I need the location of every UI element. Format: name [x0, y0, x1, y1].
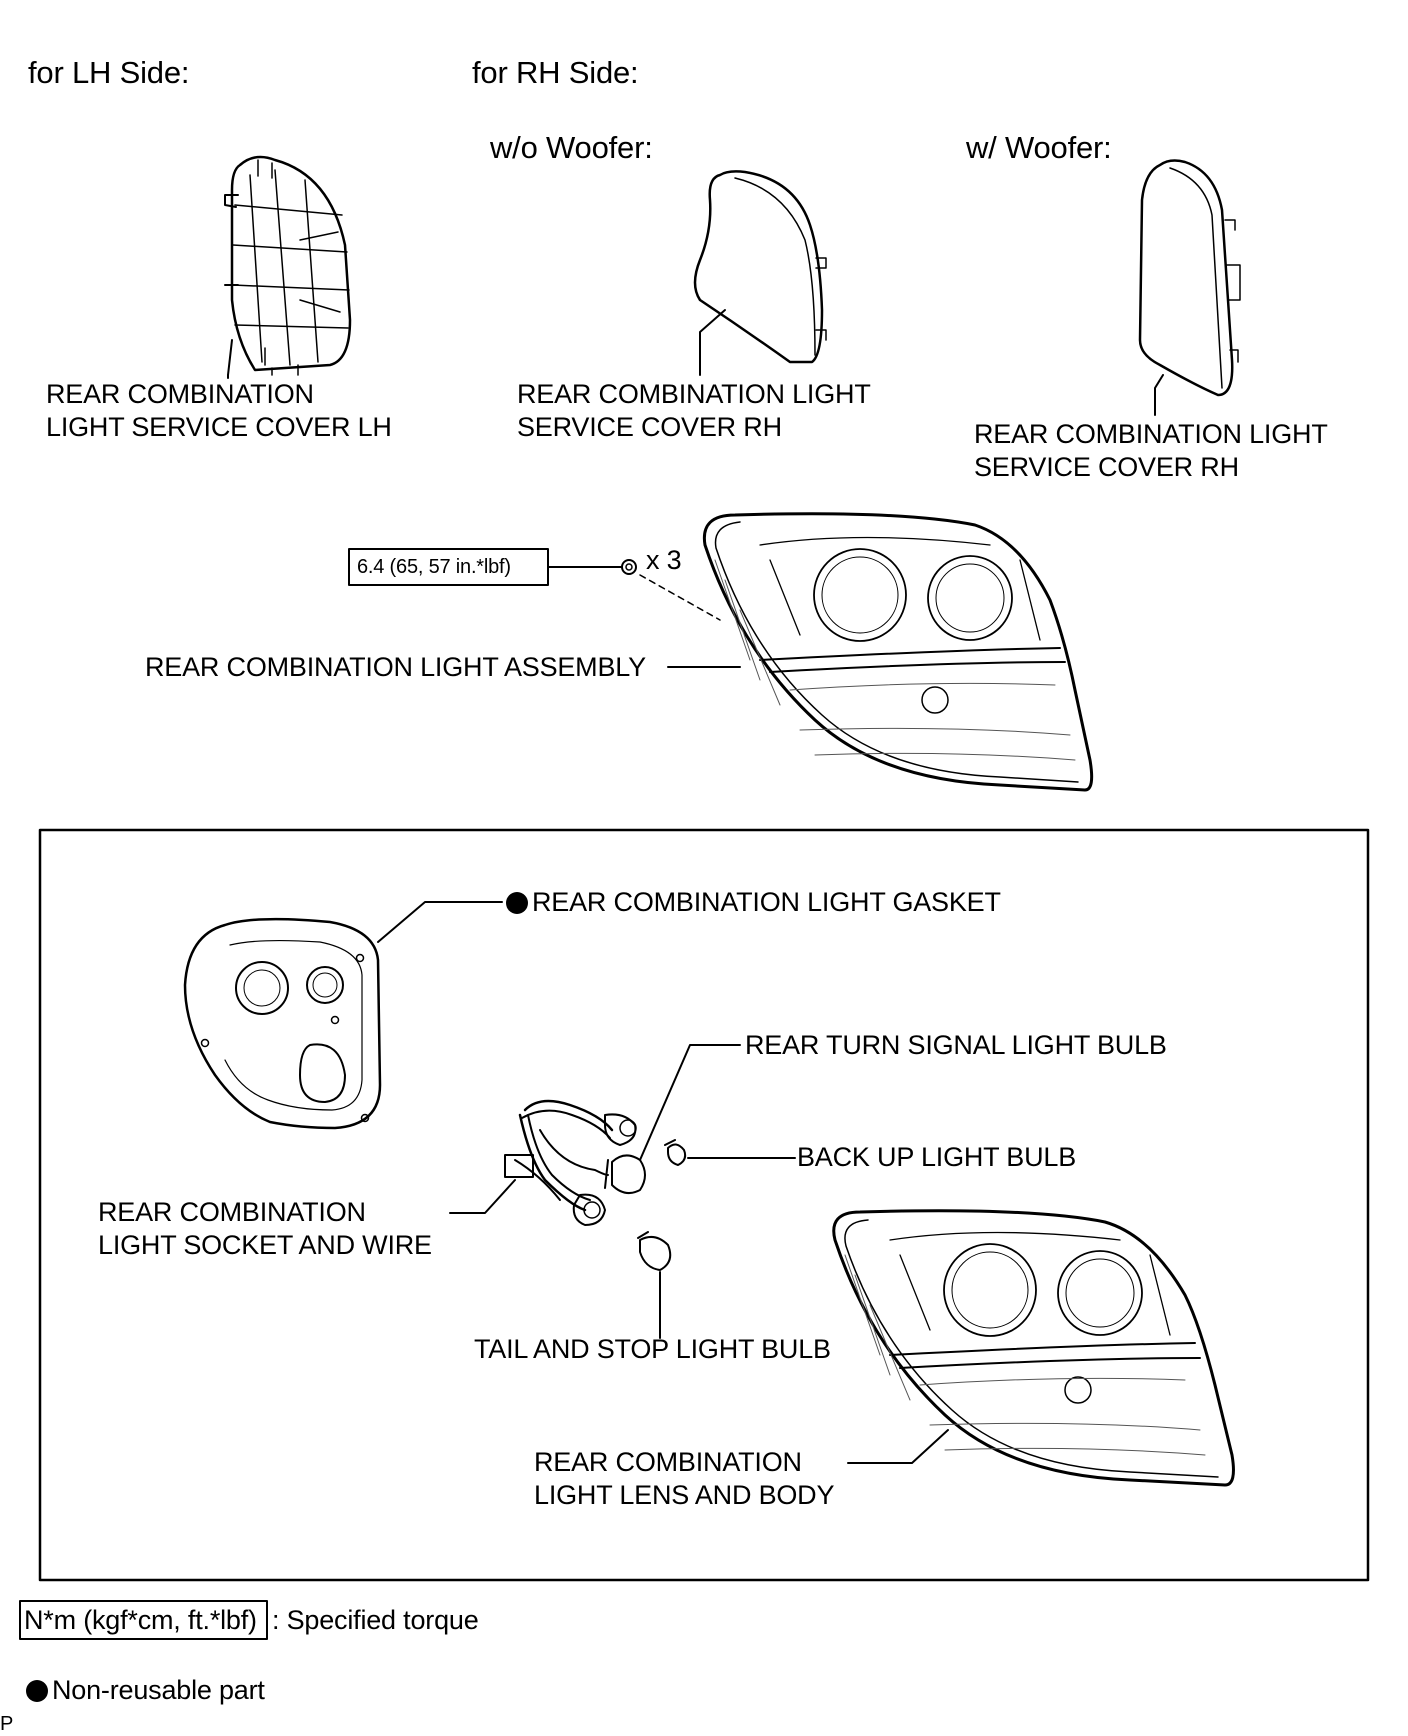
label-socket-wire-line1: REAR COMBINATION	[98, 1197, 366, 1227]
legend-torque-box	[19, 1600, 268, 1640]
label-service-cover-rh-w-line2: SERVICE COVER RH	[974, 452, 1239, 482]
label-lens-body-line1: REAR COMBINATION	[534, 1447, 802, 1477]
lens-and-body-drawing	[832, 1209, 1235, 1487]
label-tail-stop-bulb: TAIL AND STOP LIGHT BULB	[474, 1334, 831, 1364]
back-up-bulb-drawing	[664, 1139, 796, 1166]
service-cover-lh-drawing	[224, 155, 352, 376]
tail-stop-bulb-drawing	[637, 1231, 672, 1339]
label-service-cover-lh-line2: LIGHT SERVICE COVER LH	[46, 412, 392, 442]
header-wo-woofer: w/o Woofer:	[490, 130, 653, 165]
label-back-up-bulb: BACK UP LIGHT BULB	[797, 1142, 1077, 1172]
detail-frame	[38, 828, 1370, 1582]
service-cover-rh-wo-woofer-drawing	[693, 170, 827, 376]
label-gasket: REAR COMBINATION LIGHT GASKET	[506, 886, 1001, 919]
torque-value: 6.4 (65, 57 in.*lbf)	[357, 556, 511, 578]
legend-torque-unit: N*m (kgf*cm, ft.*lbf)	[24, 1605, 257, 1635]
turn-signal-bulb-drawing	[604, 1044, 741, 1195]
label-service-cover-rh-w-line1: REAR COMBINATION LIGHT	[974, 419, 1328, 449]
label-service-cover-rh-wo-line1: REAR COMBINATION LIGHT	[517, 379, 871, 409]
label-service-cover-lh-line1: REAR COMBINATION	[46, 379, 314, 409]
nut-icon	[621, 559, 637, 575]
header-lh-side: for LH Side:	[28, 55, 190, 90]
service-cover-rh-w-woofer-drawing	[1138, 159, 1241, 416]
label-service-cover-rh-wo-line2: SERVICE COVER RH	[517, 412, 782, 442]
label-turn-signal-bulb: REAR TURN SIGNAL LIGHT BULB	[745, 1030, 1167, 1060]
legend-torque-desc: : Specified torque	[272, 1605, 479, 1635]
header-w-woofer: w/ Woofer:	[966, 130, 1112, 165]
corner-code: P	[0, 1713, 14, 1735]
socket-and-wire-drawing	[449, 1099, 637, 1226]
legend-dot-icon	[26, 1680, 48, 1702]
non-reusable-dot-icon	[506, 892, 528, 914]
gasket-drawing	[183, 901, 503, 1130]
nut-count: x 3	[646, 545, 682, 575]
label-lens-body-line2: LIGHT LENS AND BODY	[534, 1480, 835, 1510]
light-assembly-drawing	[702, 512, 1094, 792]
label-light-assembly: REAR COMBINATION LIGHT ASSEMBLY	[145, 652, 646, 682]
label-socket-wire-line2: LIGHT SOCKET AND WIRE	[98, 1230, 432, 1260]
legend-non-reusable: Non-reusable part	[26, 1674, 265, 1707]
header-rh-side: for RH Side:	[472, 55, 639, 90]
